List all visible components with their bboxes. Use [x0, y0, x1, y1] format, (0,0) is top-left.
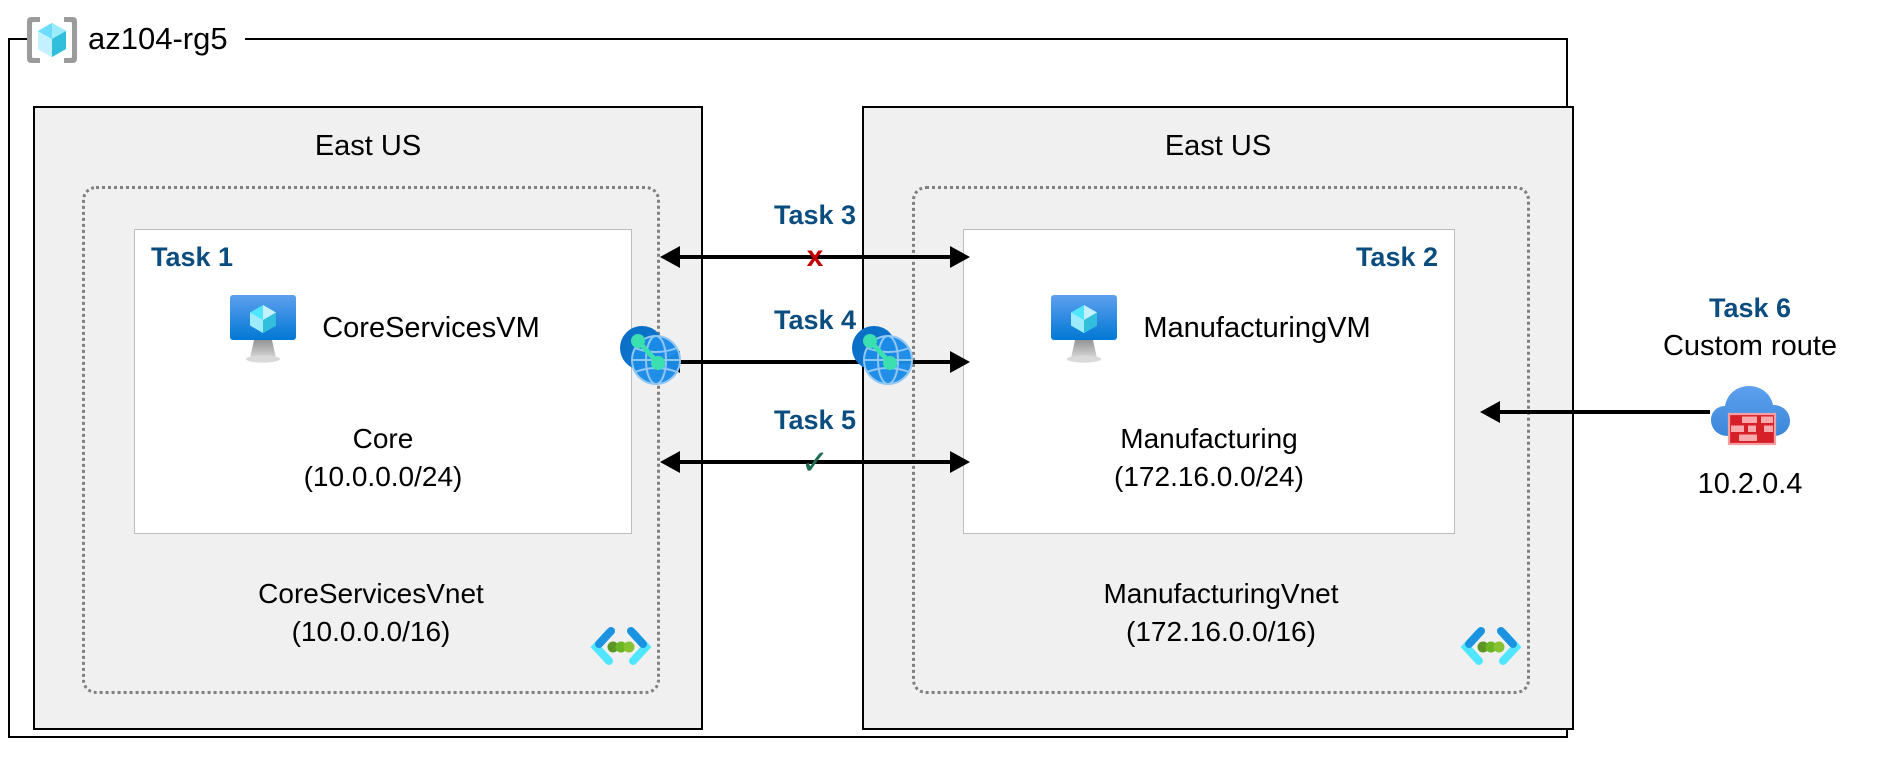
virtual-machine-icon — [226, 292, 300, 364]
arrow-head-left-task-6 — [1480, 401, 1500, 423]
region-label-right: East US — [1164, 130, 1272, 162]
subnet-manufacturing: Task 2 — [963, 229, 1455, 534]
vm-row-manufacturingvm: ManufacturingVM — [964, 292, 1454, 364]
subnet-meta-manufacturing: Manufacturing (172.16.0.0/24) — [964, 420, 1454, 496]
arrow-head-right-task-3 — [950, 246, 970, 268]
connection-label-task-3: Task 3 — [773, 200, 857, 230]
azure-resource-group-icon — [24, 14, 80, 66]
arrow-head-right-task-4 — [950, 351, 970, 373]
arrow-head-left-task-3 — [660, 246, 680, 268]
vnet-cidr-core: (10.0.0.0/16) — [291, 616, 451, 647]
connection-label-task-5: Task 5 — [773, 405, 857, 435]
status-mark-task-3: x — [806, 240, 824, 273]
arrow-head-left-task-5 — [660, 451, 680, 473]
arrow-line-task-5 — [678, 460, 952, 464]
vnet-peering-icon — [845, 320, 917, 388]
vnet-label-manufacturing: ManufacturingVnet — [1103, 578, 1339, 609]
task-6-custom-route: Task 6 Custom route — [1600, 290, 1900, 504]
arrow-head-right-task-5 — [950, 451, 970, 473]
region-container-east-us-right: East US Task 2 — [862, 106, 1574, 730]
task-6-subtitle: Custom route — [1662, 330, 1838, 362]
vnet-name-manufacturingvnet: ManufacturingVnet (172.16.0.0/16) — [915, 575, 1527, 651]
vnet-coreservicesvnet: Task 1 — [82, 186, 660, 694]
region-container-east-us-left: East US Task 1 — [33, 106, 703, 730]
virtual-network-icon — [589, 625, 653, 669]
subnet-name-manufacturing: Manufacturing — [1120, 423, 1298, 454]
resource-group-name: az104-rg5 — [88, 21, 228, 56]
connection-task-4: Task 4 — [660, 305, 970, 375]
vnet-peering-icon — [613, 320, 685, 388]
connection-task-5: Task 5 ✓ — [660, 405, 970, 482]
virtual-machine-icon — [1047, 292, 1121, 364]
subnet-cidr-manufacturing: (172.16.0.0/24) — [1114, 461, 1304, 492]
status-mark-task-5: ✓ — [800, 444, 830, 482]
vm-name-coreservicesvm: CoreServicesVM — [322, 311, 540, 344]
connection-task-3: Task 3 x — [660, 200, 970, 273]
subnet-meta-core: Core (10.0.0.0/24) — [135, 420, 631, 496]
region-label-left: East US — [314, 130, 422, 162]
connection-task-6 — [1480, 380, 1710, 423]
vm-row-coreservicesvm: CoreServicesVM — [135, 292, 631, 364]
azure-firewall-icon — [1600, 378, 1900, 458]
vnet-label-core: CoreServicesVnet — [258, 578, 484, 609]
subnet-name-core: Core — [352, 423, 414, 454]
arrow-line-task-3 — [678, 255, 952, 259]
subnet-core: Task 1 — [134, 229, 632, 534]
task-badge-6: Task 6 — [1708, 293, 1792, 323]
vnet-name-coreservicesvnet: CoreServicesVnet (10.0.0.0/16) — [85, 575, 657, 651]
task-badge-2: Task 2 — [1355, 242, 1438, 272]
firewall-ip-address: 10.2.0.4 — [1697, 468, 1803, 500]
virtual-network-icon — [1459, 625, 1523, 669]
vnet-cidr-manufacturing: (172.16.0.0/16) — [1126, 616, 1316, 647]
connection-label-task-4: Task 4 — [773, 305, 857, 335]
vm-name-manufacturingvm: ManufacturingVM — [1143, 311, 1371, 344]
task-badge-1: Task 1 — [151, 242, 234, 272]
arrow-line-task-6 — [1498, 410, 1710, 414]
vnet-manufacturingvnet: Task 2 — [912, 186, 1530, 694]
arrow-line-task-4 — [678, 360, 952, 364]
subnet-cidr-core: (10.0.0.0/24) — [303, 461, 463, 492]
